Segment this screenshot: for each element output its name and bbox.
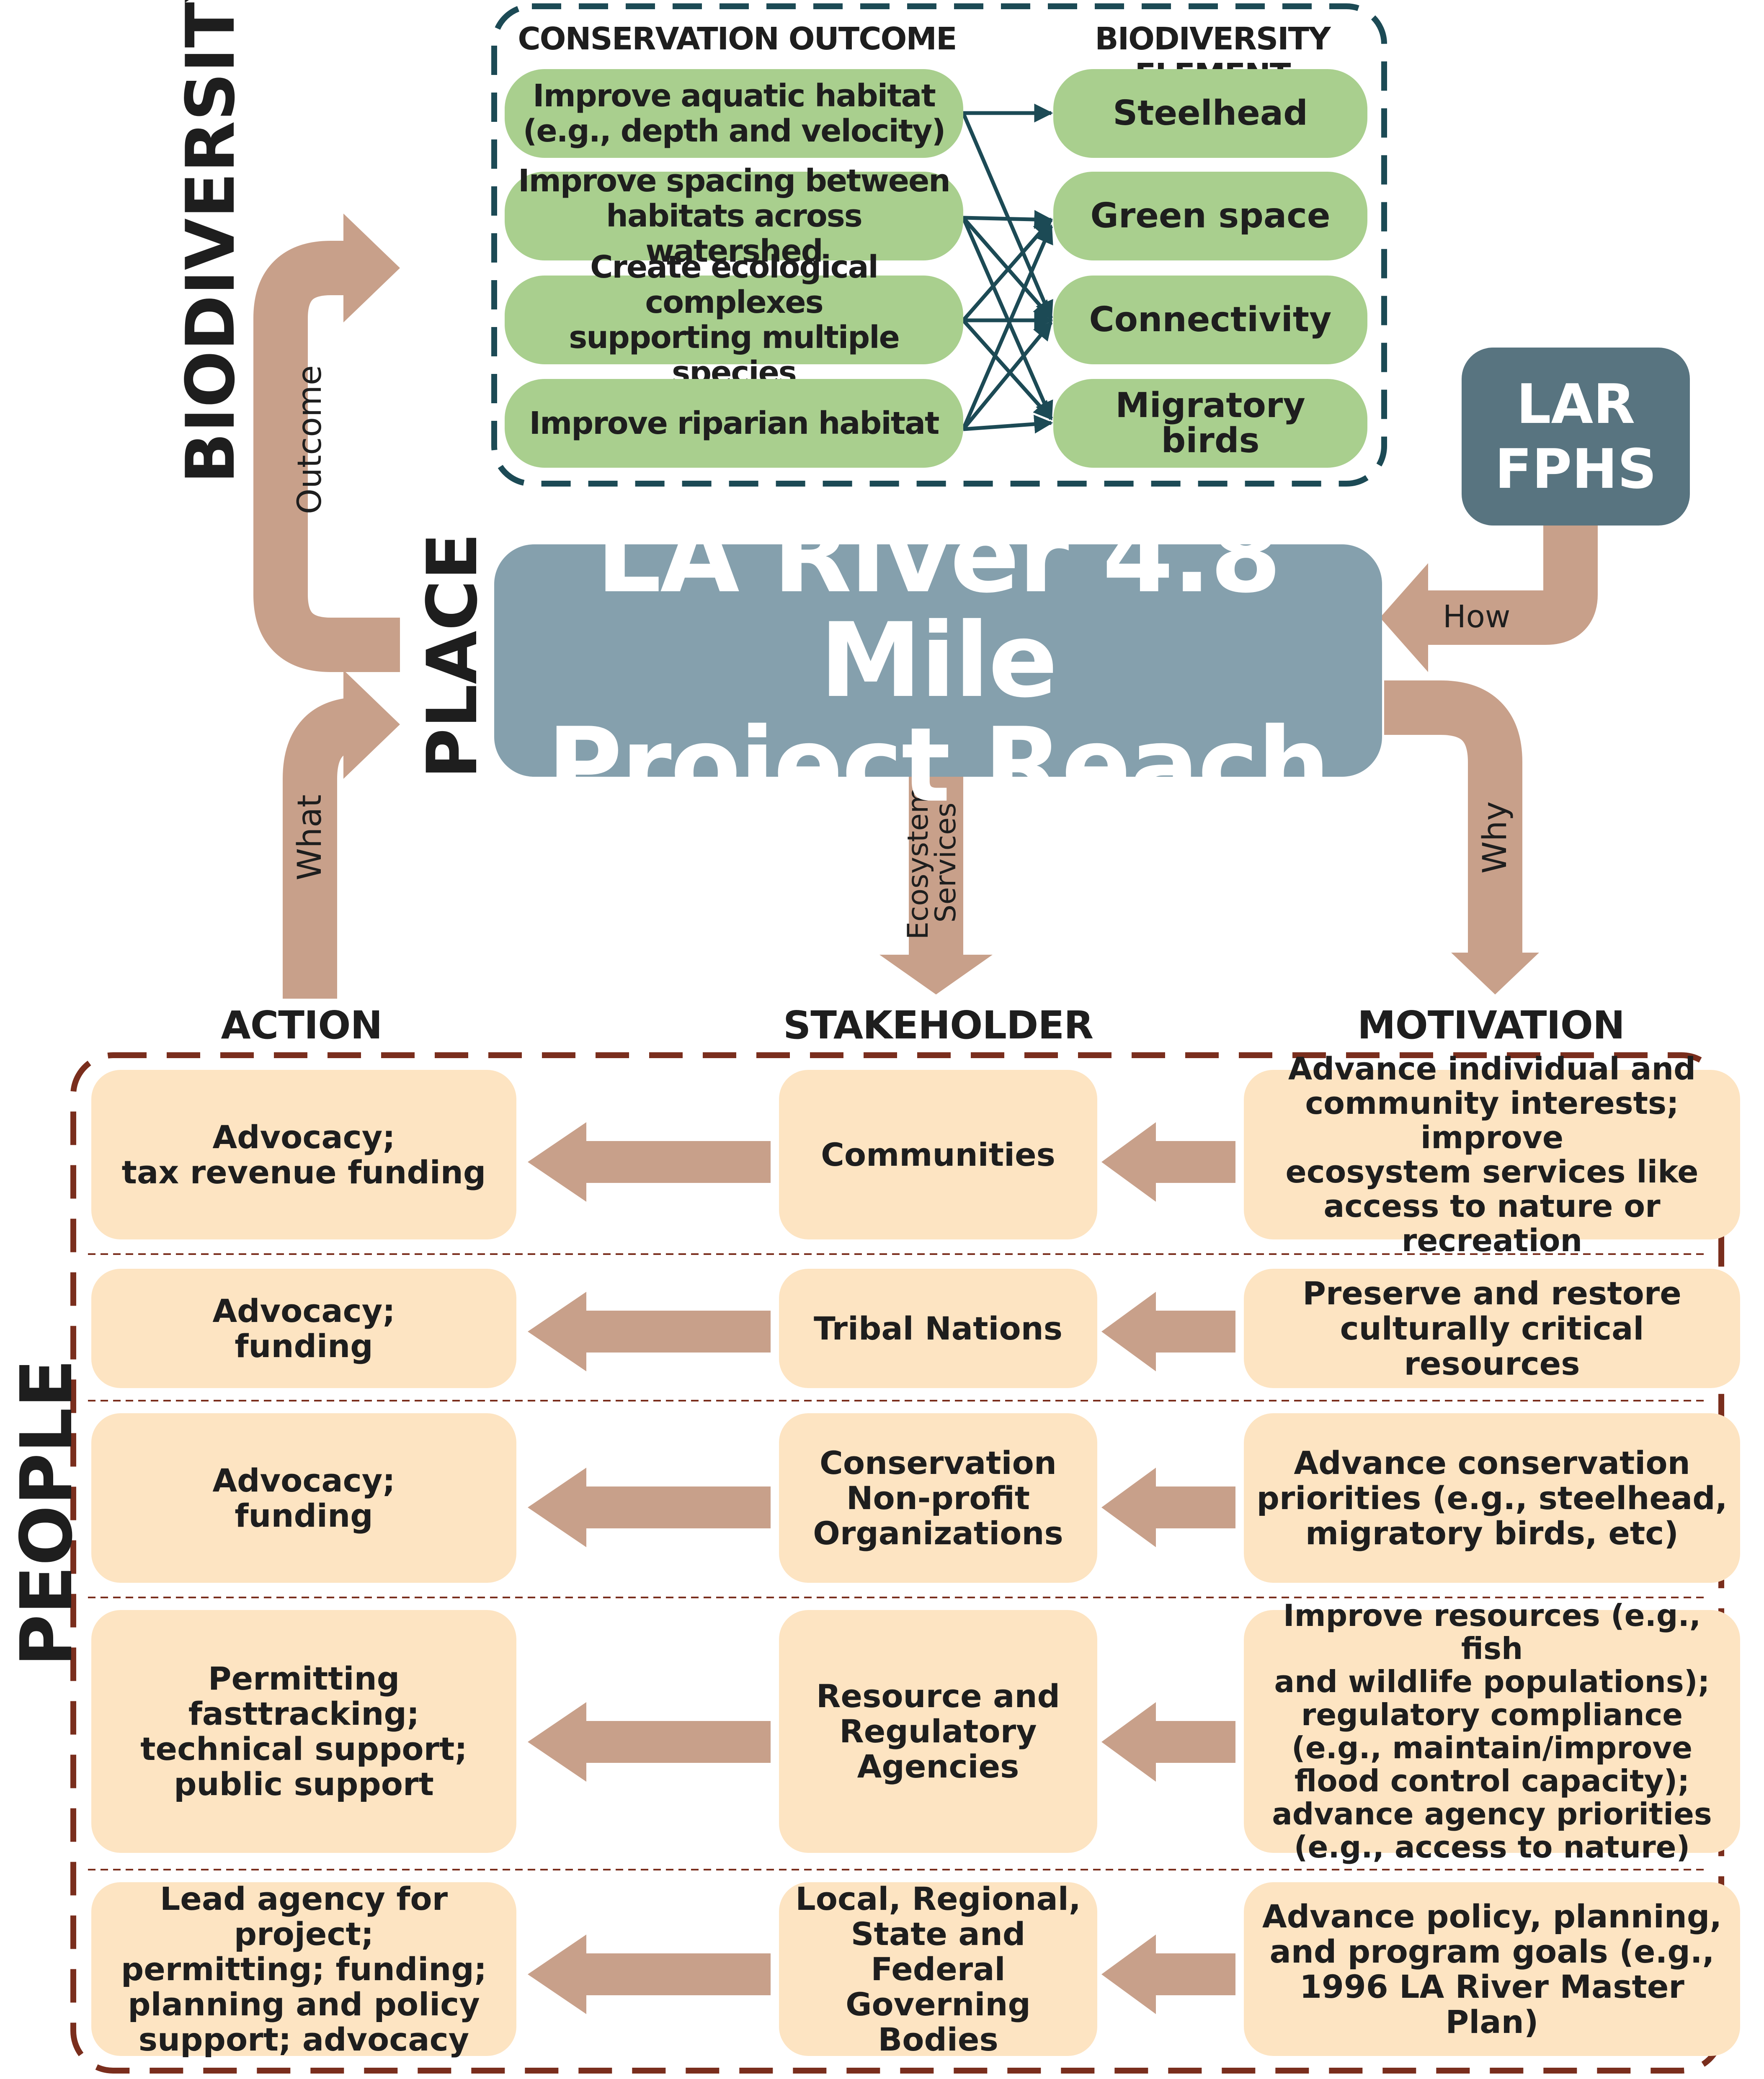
motivation-row-3: Advance conservation priorities (e.g., s… [1244, 1413, 1740, 1583]
what-arrow-label: What [291, 794, 329, 881]
ecosystem-arrow-shaft [909, 777, 963, 957]
why-arrowhead [1451, 953, 1539, 994]
element-migratory-birds: Migratory birds [1053, 379, 1367, 468]
conservation-outcome-header: CONSERVATION OUTCOME [518, 21, 957, 57]
what-arrowhead [343, 670, 400, 779]
element-green-space: Green space [1053, 172, 1367, 260]
how-arrow-label: How [1443, 599, 1511, 635]
row-separators [88, 1253, 1709, 1870]
motivation-row-2: Preserve and restore culturally critical… [1244, 1269, 1740, 1388]
motivation-row-5: Advance policy, planning, and program go… [1244, 1882, 1740, 2056]
outcome-element-connectors [961, 103, 1053, 434]
outcome-ecological-complexes: Create ecological complexes supporting m… [505, 250, 963, 390]
stakeholder-header: STAKEHOLDER [783, 1003, 1093, 1048]
action-row-2: Advocacy; funding [91, 1269, 516, 1388]
outcome-arrowhead [343, 214, 400, 322]
action-row-1: Advocacy; tax revenue funding [91, 1070, 516, 1239]
why-arrow-label: Why [1476, 801, 1514, 874]
how-arrowhead [1380, 563, 1428, 672]
ecosystem-arrowhead [879, 955, 993, 994]
row-arrows [528, 1122, 1235, 2014]
stakeholder-row-2: Tribal Nations [779, 1269, 1097, 1388]
motivation-header: MOTIVATION [1357, 1003, 1625, 1048]
action-header: ACTION [221, 1003, 383, 1048]
how-arrow [1424, 519, 1598, 645]
lar-fphs-box: LAR FPHS [1462, 348, 1690, 526]
place-section-label: PLACE [412, 533, 493, 779]
outcome-riparian-habitat: Improve riparian habitat [505, 379, 963, 468]
outcome-arrow-label: Outcome [291, 365, 329, 514]
stakeholder-row-1: Communities [779, 1070, 1097, 1239]
motivation-row-1: Advance individual and community interes… [1244, 1052, 1740, 1258]
stakeholder-row-4: Resource and Regulatory Agencies [779, 1610, 1097, 1853]
outcome-aquatic-habitat: Improve aquatic habitat (e.g., depth and… [505, 69, 963, 158]
outcome-arrow [253, 241, 400, 672]
motivation-row-4: Improve resources (e.g., fish and wildli… [1244, 1599, 1740, 1864]
action-row-5: Lead agency for project; permitting; fun… [91, 1881, 516, 2057]
biodiversity-frame [491, 3, 1387, 487]
element-connectivity: Connectivity [1053, 276, 1367, 364]
stakeholder-row-5: Local, Regional, State and Federal Gover… [779, 1881, 1097, 2057]
action-row-3: Advocacy; funding [91, 1413, 516, 1583]
place-title-box: LA River 4.8 Mile Project Reach [494, 503, 1382, 817]
element-steelhead: Steelhead [1053, 69, 1367, 158]
biodiversity-section-label: BIODIVERSITY [171, 0, 250, 484]
action-row-4: Permitting fasttracking; technical suppo… [91, 1610, 516, 1853]
outcome-habitat-spacing: Improve spacing between habitats across … [505, 163, 963, 269]
why-arrow [1384, 680, 1522, 955]
people-section-label: PEOPLE [5, 1359, 88, 1667]
stakeholder-row-3: Conservation Non-profit Organizations [779, 1413, 1097, 1583]
